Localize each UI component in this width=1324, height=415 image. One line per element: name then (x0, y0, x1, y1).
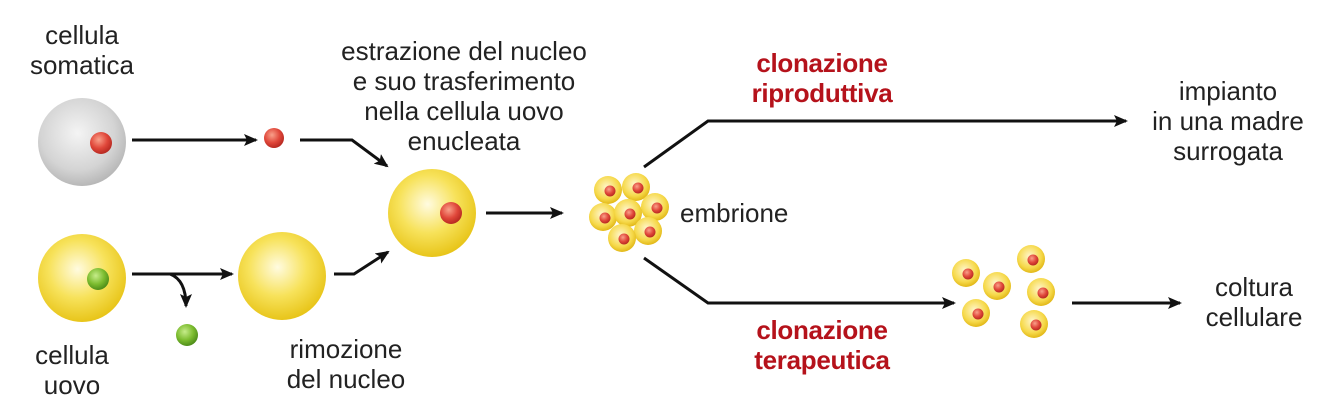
enucleated-egg-cell (238, 232, 326, 320)
nucleus-removal-label: rimozione del nucleo (286, 334, 406, 394)
arrow-enucleated-to-reconstructed (334, 250, 390, 276)
cell-culture-label: coltura cellulare (1205, 272, 1303, 332)
arrow-nucleus-removal (169, 272, 192, 308)
therapeutic-cloning-label: clonazione terapeutica (754, 315, 890, 375)
surrogate-implant-label: impianto in una madre surrogata (1152, 76, 1304, 166)
egg-nucleus (87, 268, 109, 290)
removed-nucleus (176, 324, 198, 346)
arrows (132, 115, 1182, 309)
reconstructed-cell (388, 169, 476, 257)
nucleus-transfer-label: estrazione del nucleo e suo trasferiment… (341, 36, 587, 156)
somatic-cell (38, 98, 126, 186)
reproductive-cloning-label: clonazione riproduttiva (751, 48, 893, 108)
somatic-nucleus (90, 132, 112, 154)
extracted-nucleus (264, 128, 284, 148)
embryo-cluster (589, 173, 669, 252)
arrow-therapeutic-cloning (643, 256, 956, 309)
egg-cell-label: cellula uovo (35, 340, 109, 400)
cultured-cells (952, 245, 1055, 338)
somatic-cell-label: cellula somatica (29, 20, 135, 80)
transferred-nucleus (440, 202, 462, 224)
arrow-reproductive-cloning (643, 115, 1128, 169)
arrow-nucleus-to-transfer (300, 138, 389, 168)
embryo-label: embrione (680, 198, 789, 228)
egg-cell (38, 234, 126, 322)
